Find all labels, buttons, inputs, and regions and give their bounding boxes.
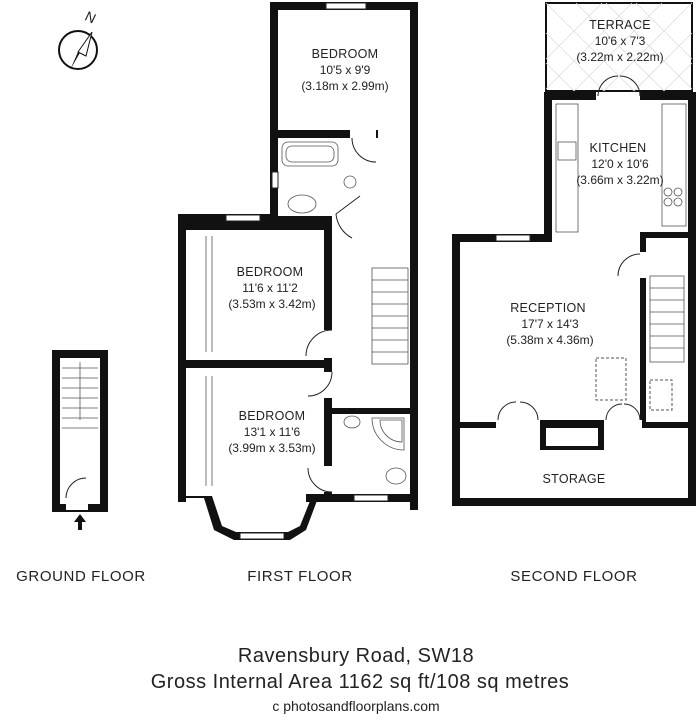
- ground-floor-plan: [52, 350, 108, 530]
- room-reception: RECEPTION 17'7 x 14'3 (5.38m x 4.36m): [506, 301, 593, 347]
- property-address: Ravensbury Road, SW18: [238, 645, 474, 667]
- bedroom-middle-metric: (3.53m x 3.42m): [228, 297, 315, 311]
- bedroom-top-metric: (3.18m x 2.99m): [301, 79, 388, 93]
- room-kitchen: KITCHEN 12'0 x 10'6 (3.66m x 3.22m): [576, 141, 663, 187]
- kitchen-imperial: 12'0 x 10'6: [591, 157, 649, 171]
- bedroom-top-name: BEDROOM: [312, 47, 379, 61]
- terrace-name: TERRACE: [589, 18, 651, 32]
- room-bedroom-bottom: BEDROOM 13'1 x 11'6 (3.99m x 3.53m): [228, 409, 315, 455]
- terrace-imperial: 10'6 x 7'3: [595, 34, 646, 48]
- reception-imperial: 17'7 x 14'3: [521, 317, 579, 331]
- bedroom-middle-name: BEDROOM: [237, 265, 304, 279]
- reception-metric: (5.38m x 4.36m): [506, 333, 593, 347]
- bedroom-bottom-name: BEDROOM: [239, 409, 306, 423]
- bedroom-bottom-imperial: 13'1 x 11'6: [244, 425, 301, 439]
- compass-letter: N: [83, 8, 99, 27]
- first-floor-plan: [178, 2, 418, 540]
- room-storage: STORAGE: [543, 472, 606, 486]
- second-floor-plan: [452, 2, 696, 506]
- room-bedroom-top: BEDROOM 10'5 x 9'9 (3.18m x 2.99m): [301, 47, 388, 93]
- room-terrace: TERRACE 10'6 x 7'3 (3.22m x 2.22m): [576, 18, 663, 64]
- bedroom-top-imperial: 10'5 x 9'9: [320, 63, 371, 77]
- terrace-metric: (3.22m x 2.22m): [576, 50, 663, 64]
- second-floor-label: SECOND FLOOR: [510, 568, 637, 585]
- bedroom-bottom-metric: (3.99m x 3.53m): [228, 441, 315, 455]
- room-bedroom-middle: BEDROOM 11'6 x 11'2 (3.53m x 3.42m): [228, 265, 315, 311]
- storage-name: STORAGE: [543, 472, 606, 486]
- kitchen-metric: (3.66m x 3.22m): [576, 173, 663, 187]
- bedroom-middle-imperial: 11'6 x 11'2: [242, 281, 298, 295]
- ground-floor-label: GROUND FLOOR: [16, 568, 146, 585]
- first-floor-label: FIRST FLOOR: [247, 568, 353, 585]
- gross-internal-area: Gross Internal Area 1162 sq ft/108 sq me…: [151, 671, 570, 693]
- reception-name: RECEPTION: [510, 301, 586, 315]
- copyright-credit: c photosandfloorplans.com: [272, 698, 439, 714]
- kitchen-name: KITCHEN: [590, 141, 647, 155]
- north-arrow-icon: N: [58, 8, 99, 70]
